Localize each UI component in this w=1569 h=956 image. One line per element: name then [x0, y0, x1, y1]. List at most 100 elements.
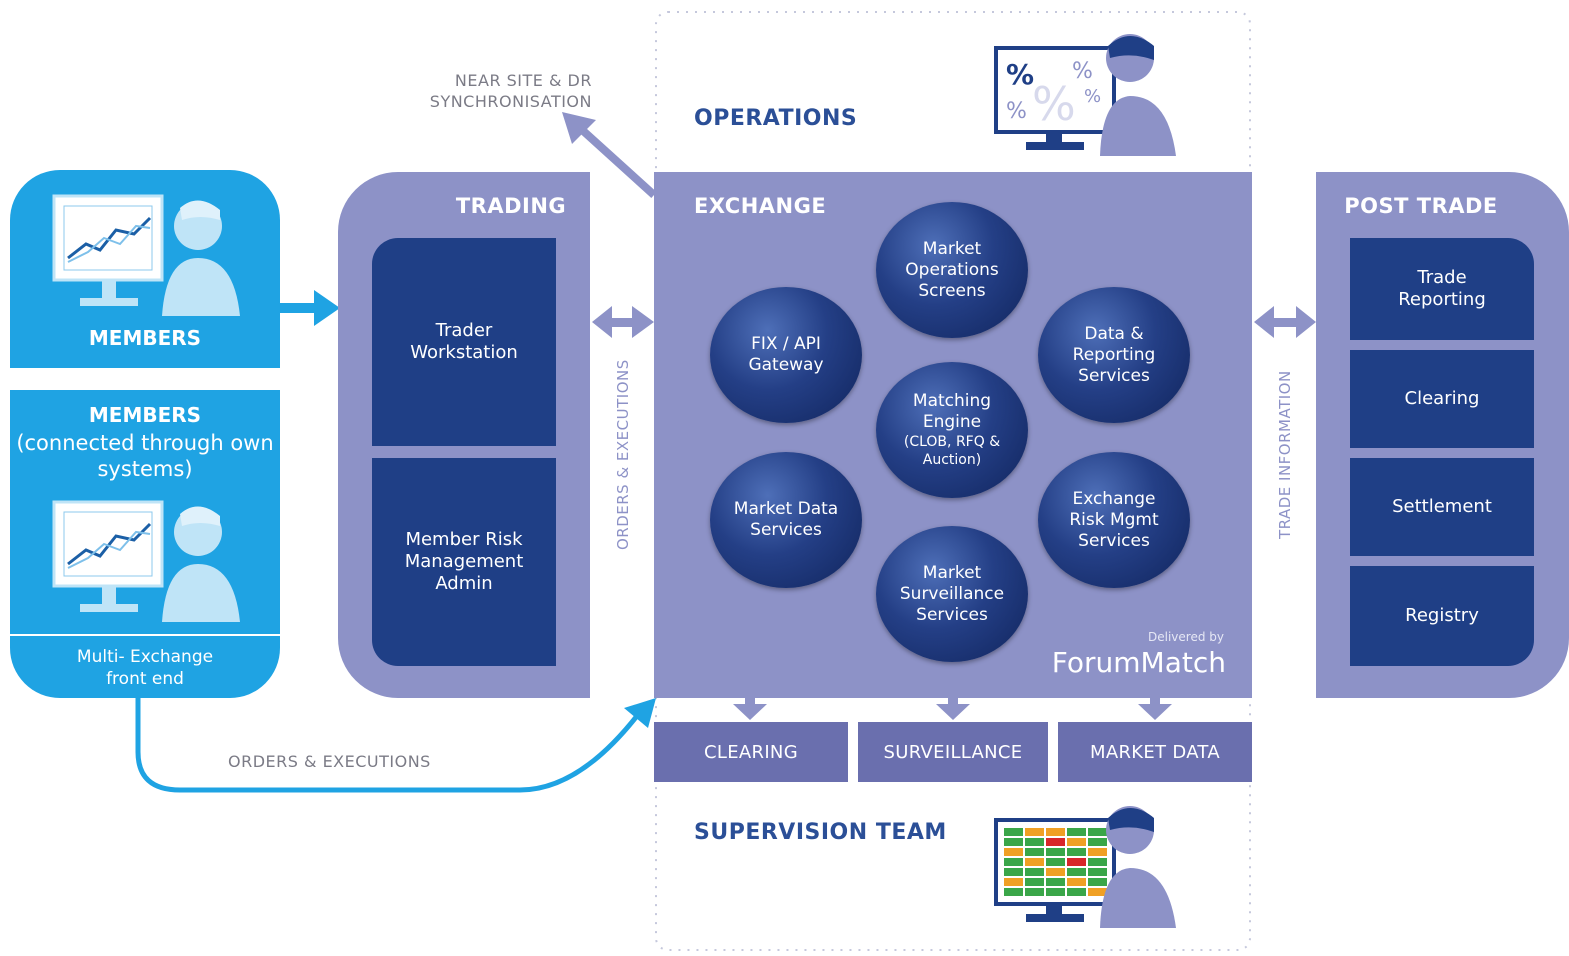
person-icon [162, 506, 240, 622]
clearing-output-box[interactable]: CLEARING [654, 722, 848, 782]
members-divider [10, 634, 280, 636]
globe-label: Matching Engine [912, 391, 992, 432]
status-grid-cell [1067, 858, 1086, 866]
status-grid-cell [1088, 828, 1107, 836]
person-icon [1100, 34, 1176, 156]
registry-box[interactable]: Registry [1350, 566, 1534, 666]
status-grid-cell [1004, 878, 1023, 886]
trade-information-vertical-label: TRADE INFORMATION [1276, 370, 1294, 540]
status-grid-cell [1067, 838, 1086, 846]
globe-market-surveillance-services[interactable]: Market Surveillance Services [876, 526, 1028, 662]
svg-text:%: % [1006, 58, 1034, 91]
clearing-box[interactable]: Clearing [1350, 350, 1534, 448]
members-to-trading-arrow [280, 290, 340, 326]
globe-exchange-risk-mgmt-services[interactable]: Exchange Risk Mgmt Services [1038, 452, 1190, 588]
settlement-label: Settlement [1392, 496, 1492, 517]
svg-text:%: % [1032, 77, 1076, 131]
monitor-chart-icon [52, 500, 240, 622]
trading-exchange-double-arrow [592, 306, 654, 338]
status-grid-cell [1088, 868, 1107, 876]
delivered-by-text: Delivered by [1148, 630, 1224, 644]
member-risk-admin-box[interactable]: Member Risk Management Admin [372, 458, 556, 666]
status-grid-cell [1025, 828, 1044, 836]
member-risk-admin-label: Member Risk Management Admin [404, 529, 524, 594]
forummatch-logo: ForumMatch [1051, 646, 1226, 679]
monitor-percent-icon: % % % % % [994, 34, 1176, 156]
trade-reporting-label: Trade Reporting [1398, 267, 1486, 310]
globe-market-operations-screens[interactable]: Market Operations Screens [876, 202, 1028, 338]
globe-label: Market Data Services [733, 499, 839, 540]
status-grid-cell [1046, 838, 1065, 846]
status-grid-cell [1088, 878, 1107, 886]
status-grid-cell [1067, 868, 1086, 876]
settlement-box[interactable]: Settlement [1350, 458, 1534, 556]
status-grid-cell [1046, 828, 1065, 836]
status-grid-cell [1088, 858, 1107, 866]
near-site-sync-arrow [562, 112, 657, 198]
svg-text:%: % [1006, 99, 1027, 124]
status-grid-cell [1046, 858, 1065, 866]
status-grid-cell [1067, 828, 1086, 836]
monitor-grid-icon [994, 806, 1176, 928]
status-grid-cell [1067, 888, 1086, 896]
orders-executions-bottom-label: ORDERS & EXECUTIONS [228, 752, 431, 771]
operations-heading: OPERATIONS [694, 106, 858, 131]
trader-workstation-label: Trader Workstation [410, 320, 518, 363]
orders-executions-vertical-label: ORDERS & EXECUTIONS [614, 359, 632, 551]
person-icon [162, 200, 240, 316]
status-grid-cell [1025, 838, 1044, 846]
trade-reporting-box[interactable]: Trade Reporting [1350, 238, 1534, 340]
status-grid-cell [1046, 878, 1065, 886]
svg-text:%: % [1084, 86, 1101, 107]
members-label: MEMBERS [88, 326, 202, 350]
status-grid-cell [1088, 838, 1107, 846]
status-grid-cell [1067, 878, 1086, 886]
status-grid-cell [1004, 888, 1023, 896]
globe-label: Market Operations Screens [905, 238, 999, 301]
near-site-sync-label: NEAR SITE & DR SYNCHRONISATION [429, 71, 592, 111]
status-grid-cell [1004, 848, 1023, 856]
status-grid-cell [1004, 828, 1023, 836]
supervision-team-heading: SUPERVISION TEAM [694, 820, 947, 845]
globe-data-reporting-services[interactable]: Data & Reporting Services [1038, 287, 1190, 423]
status-grid-cell [1025, 888, 1044, 896]
post-trade-title: POST TRADE [1344, 194, 1498, 218]
registry-label: Registry [1405, 605, 1479, 626]
post-trade-panel: POST TRADE Trade Reporting Clearing Sett… [1316, 172, 1569, 698]
status-grid-cell [1067, 848, 1086, 856]
trading-panel: TRADING Trader Workstation Member Risk M… [338, 172, 590, 698]
members-connected-card[interactable]: MEMBERS (connected through own systems) … [10, 390, 280, 698]
status-grid-cell [1025, 858, 1044, 866]
surveillance-output-box[interactable]: SURVEILLANCE [858, 722, 1048, 782]
globe-matching-engine[interactable]: Matching Engine (CLOB, RFQ & Auction) [876, 362, 1028, 498]
globe-label: Market Surveillance Services [899, 562, 1005, 625]
exchange-title: EXCHANGE [694, 194, 827, 218]
exchange-output-arrows [733, 698, 1172, 720]
svg-text:%: % [1072, 59, 1093, 84]
status-grid-cell [1046, 868, 1065, 876]
status-grid-cell [1046, 848, 1065, 856]
globe-market-data-services[interactable]: Market Data Services [710, 452, 862, 588]
members-card[interactable]: MEMBERS [10, 170, 280, 368]
exchange-posttrade-double-arrow [1254, 306, 1316, 338]
exchange-panel: EXCHANGE Market Operations Screens FIX /… [654, 172, 1252, 698]
status-grid-cell [1025, 848, 1044, 856]
globe-fix-api-gateway[interactable]: FIX / API Gateway [710, 287, 862, 423]
multi-exchange-front-end-label[interactable]: Multi- Exchange front end [76, 647, 214, 689]
globe-sublabel: (CLOB, RFQ & Auction) [903, 434, 1001, 468]
trader-workstation-box[interactable]: Trader Workstation [372, 238, 556, 446]
status-grid-cell [1004, 868, 1023, 876]
trading-title: TRADING [455, 194, 567, 218]
status-grid-cell [1025, 868, 1044, 876]
status-grid-cell [1088, 848, 1107, 856]
status-grid-cell [1025, 878, 1044, 886]
members-connected-label: MEMBERS [88, 403, 202, 427]
clearing-label: Clearing [1404, 388, 1480, 409]
front-end-orders-connector [135, 698, 656, 793]
globe-label: FIX / API Gateway [748, 334, 824, 375]
status-grid-cell [1004, 838, 1023, 846]
globe-label: Data & Reporting Services [1072, 323, 1156, 386]
market-data-output-box[interactable]: MARKET DATA [1058, 722, 1252, 782]
members-connected-subtitle: (connected through own systems) [16, 431, 274, 481]
monitor-chart-icon [52, 194, 240, 316]
